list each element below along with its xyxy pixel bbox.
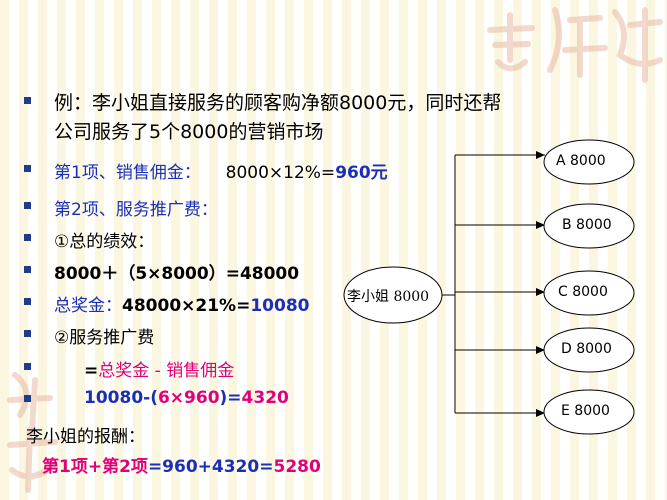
- reward-calc: =960+4320=: [147, 457, 274, 477]
- bullet-icon: [24, 330, 31, 337]
- service-eq: =: [84, 361, 99, 381]
- leaf-node-d: [543, 327, 635, 373]
- leaf-node-b: [543, 203, 635, 249]
- calligraphy-watermark-top: [487, 7, 663, 83]
- example-line-1: 例：李小姐直接服务的顾客购净额8000元，同时还帮: [54, 92, 502, 114]
- center-node-label: 李小姐 8000: [347, 289, 430, 305]
- bullet-icon: [24, 298, 31, 305]
- performance-label: ①总的绩效：: [54, 232, 155, 252]
- calc-prefix: 10080-(: [84, 388, 158, 408]
- performance-calc: 8000＋（5×8000）=48000: [54, 264, 300, 284]
- leaf-label-d: D 8000: [561, 341, 612, 357]
- bullet-icon: [24, 266, 31, 273]
- bullet-icon: [24, 202, 31, 209]
- item1-result: 960元: [335, 163, 388, 183]
- reward-item2: 第2项: [102, 457, 148, 477]
- reward-result: 5280: [273, 457, 321, 477]
- service-label: ②服务推广费: [54, 328, 155, 348]
- bullet-icon: [24, 395, 31, 402]
- service-formula: 总奖金 - 销售佣金: [98, 361, 235, 381]
- leaf-label-e: E 8000: [561, 403, 610, 419]
- bullet-icon: [24, 165, 31, 172]
- leaf-node-e: [543, 389, 635, 435]
- item1-calc: 8000×12%=: [225, 163, 336, 183]
- reward-label: 李小姐的报酬：: [26, 427, 145, 447]
- reward-item1: 第1项: [42, 457, 88, 477]
- example-line-2: 公司服务了5个8000的营销市场: [54, 121, 324, 143]
- leaf-label-c: C 8000: [558, 284, 608, 300]
- leaf-node-a: [543, 139, 635, 185]
- leaf-node-c: [543, 270, 635, 316]
- reward-plus: +: [87, 457, 103, 477]
- calc-mid: )=: [219, 388, 242, 408]
- bullet-icon: [24, 97, 31, 104]
- bonus-result: 10080: [250, 296, 310, 316]
- calc-inner: 6×960: [157, 388, 220, 408]
- item2-label: 第2项、服务推广费：: [54, 200, 218, 220]
- bullet-icon: [24, 363, 31, 370]
- leaf-label-a: A 8000: [556, 153, 606, 169]
- bullet-icon: [24, 234, 31, 241]
- reward-row: 第1项+第2项=960+4320=5280: [42, 452, 321, 477]
- calc-result: 4320: [241, 388, 289, 408]
- bonus-calc: 48000×21%=: [122, 296, 251, 316]
- leaf-label-b: B 8000: [562, 217, 612, 233]
- item1-label: 第1项、销售佣金：: [54, 163, 201, 183]
- bonus-label: 总奖金：: [54, 296, 122, 316]
